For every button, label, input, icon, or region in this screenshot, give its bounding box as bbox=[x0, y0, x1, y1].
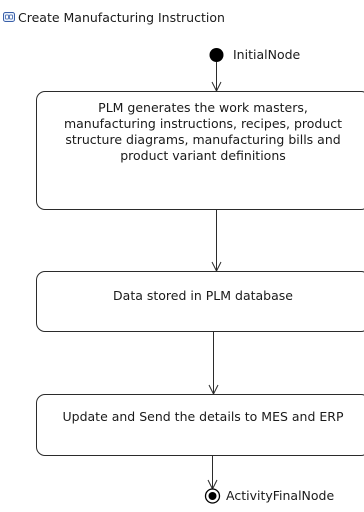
action-update-send-text: Update and Send the details to MES and E… bbox=[62, 409, 344, 424]
activity-final-node[interactable] bbox=[204, 488, 221, 504]
action-plm-generates[interactable]: PLM generates the work masters, manufact… bbox=[36, 91, 364, 210]
activity-diagram-icon bbox=[3, 12, 15, 22]
action-update-send[interactable]: Update and Send the details to MES and E… bbox=[36, 394, 364, 456]
edge-action1-to-action2 bbox=[211, 210, 222, 273]
initial-node[interactable] bbox=[209, 48, 224, 62]
action-plm-generates-text: PLM generates the work masters, manufact… bbox=[63, 100, 343, 163]
edge-action2-to-action3 bbox=[208, 332, 219, 396]
final-node-label: ActivityFinalNode bbox=[226, 488, 335, 503]
diagram-title-text: Create Manufacturing Instruction bbox=[18, 9, 225, 25]
diagram-title: Create Manufacturing Instruction bbox=[3, 9, 225, 25]
initial-node-label: InitialNode bbox=[233, 47, 301, 62]
action-data-stored-text: Data stored in PLM database bbox=[113, 288, 293, 303]
edge-initial-to-action1 bbox=[211, 62, 222, 93]
edge-action3-to-final bbox=[207, 456, 218, 491]
action-data-stored[interactable]: Data stored in PLM database bbox=[36, 271, 364, 332]
